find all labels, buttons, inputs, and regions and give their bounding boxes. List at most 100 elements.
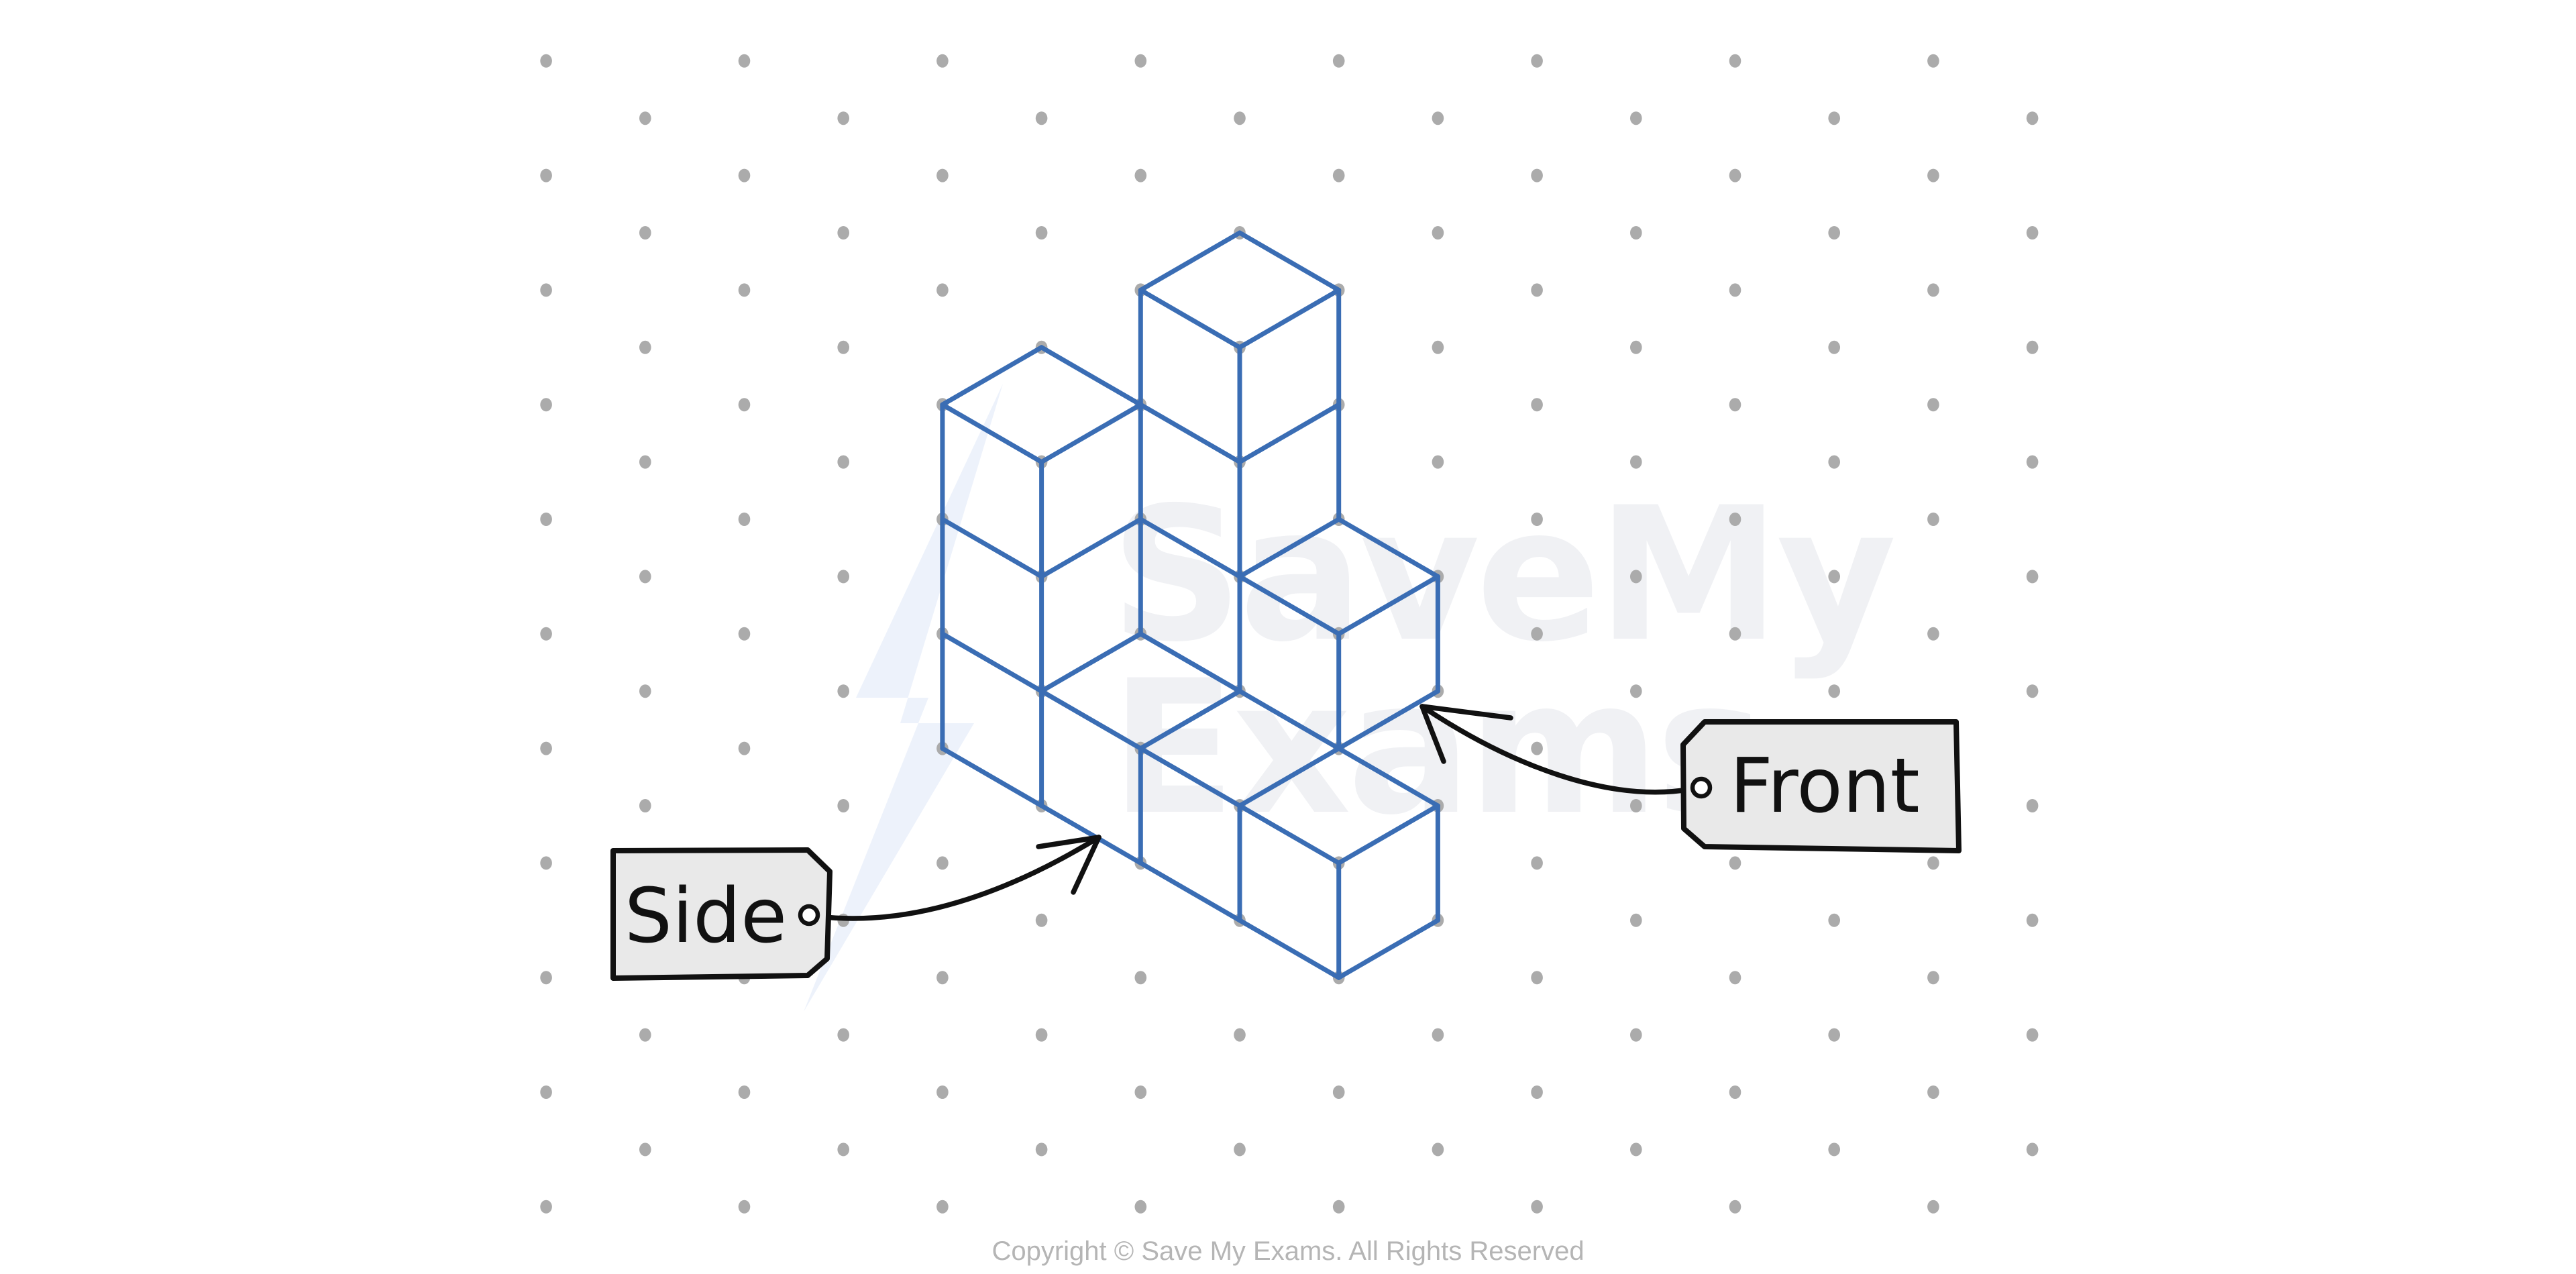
grid-dot bbox=[837, 1028, 849, 1042]
grid-dot bbox=[1927, 1200, 1939, 1214]
grid-dot bbox=[639, 684, 651, 698]
grid-dot bbox=[1630, 1143, 1642, 1157]
grid-dot bbox=[639, 1028, 651, 1042]
cube-edge bbox=[1237, 230, 1342, 293]
grid-dot bbox=[2026, 1143, 2039, 1157]
grid-dot bbox=[1729, 971, 1741, 985]
grid-dot bbox=[639, 111, 651, 125]
grid-dot bbox=[1234, 111, 1246, 125]
grid-dot bbox=[540, 741, 552, 755]
grid-dot bbox=[1630, 799, 1642, 812]
grid-dot bbox=[1531, 513, 1543, 526]
grid-dot bbox=[540, 54, 552, 68]
cube-edge bbox=[1039, 803, 1143, 865]
grid-dot bbox=[837, 1143, 849, 1157]
grid-dot bbox=[1332, 168, 1345, 182]
grid-dot bbox=[1927, 627, 1939, 641]
cube-edge bbox=[940, 345, 1044, 407]
grid-dot bbox=[1828, 340, 1840, 354]
grid-dot bbox=[1630, 684, 1642, 698]
grid-dot bbox=[1531, 741, 1543, 755]
grid-dot bbox=[2026, 570, 2039, 584]
grid-dot bbox=[1828, 1143, 1840, 1157]
grid-dot bbox=[1927, 54, 1939, 68]
grid-dot bbox=[1729, 856, 1741, 870]
grid-dot bbox=[639, 226, 651, 240]
grid-dot bbox=[738, 627, 751, 641]
side-tag-hole bbox=[798, 904, 820, 926]
grid-dot bbox=[1035, 913, 1048, 927]
grid-dot bbox=[738, 513, 751, 526]
grid-dot bbox=[540, 856, 552, 870]
grid-dot bbox=[1134, 1200, 1147, 1214]
grid-dot bbox=[2026, 455, 2039, 469]
front-label: Front bbox=[1419, 704, 1962, 853]
grid-dot bbox=[2026, 799, 2039, 812]
grid-dot bbox=[540, 398, 552, 412]
cube-edge bbox=[1039, 688, 1143, 751]
side-label-string bbox=[816, 835, 1102, 921]
grid-dot bbox=[639, 570, 651, 584]
cube-edge bbox=[1138, 746, 1242, 808]
grid-dot bbox=[1630, 455, 1642, 469]
grid-dot bbox=[936, 283, 949, 297]
grid-dot bbox=[1332, 1200, 1345, 1214]
grid-dot bbox=[540, 168, 552, 182]
grid-dot bbox=[1828, 684, 1840, 698]
grid-dot bbox=[2026, 340, 2039, 354]
cube-edge bbox=[1237, 803, 1342, 865]
grid-dot bbox=[1828, 913, 1840, 927]
grid-dot bbox=[1927, 168, 1939, 182]
grid-dot bbox=[1035, 1028, 1048, 1042]
grid-dot bbox=[1729, 513, 1741, 526]
grid-dot bbox=[1432, 1028, 1444, 1042]
cube-edge bbox=[1138, 230, 1242, 293]
grid-dot bbox=[1729, 168, 1741, 182]
grid-dot bbox=[837, 111, 849, 125]
grid-dot bbox=[540, 971, 552, 985]
grid-dot bbox=[738, 741, 751, 755]
grid-dot bbox=[1531, 856, 1543, 870]
grid-dot bbox=[1531, 971, 1543, 985]
front-arrowhead bbox=[1419, 704, 1446, 764]
grid-dot bbox=[936, 54, 949, 68]
grid-dot bbox=[540, 283, 552, 297]
grid-dot bbox=[1531, 54, 1543, 68]
grid-dot bbox=[1927, 398, 1939, 412]
grid-dot bbox=[1828, 1028, 1840, 1042]
grid-dot bbox=[2026, 1028, 2039, 1042]
cube-edge bbox=[1138, 688, 1242, 751]
grid-dot bbox=[1630, 913, 1642, 927]
front-tag-shape bbox=[1680, 719, 1962, 853]
cube-edge bbox=[1336, 918, 1440, 980]
cube-edge bbox=[1336, 517, 1440, 579]
grid-dot bbox=[1332, 54, 1345, 68]
cube-edge bbox=[1138, 517, 1242, 579]
cube-edge bbox=[1237, 402, 1342, 465]
grid-dot bbox=[1927, 971, 1939, 985]
grid-dot bbox=[1531, 283, 1543, 297]
grid-dot bbox=[1234, 1143, 1246, 1157]
cube-edge bbox=[1237, 287, 1342, 350]
grid-dot bbox=[837, 340, 849, 354]
grid-dot bbox=[738, 54, 751, 68]
grid-dot bbox=[639, 455, 651, 469]
grid-dot bbox=[540, 513, 552, 526]
grid-dot bbox=[1035, 1143, 1048, 1157]
grid-dot bbox=[1134, 1085, 1147, 1099]
grid-dot bbox=[936, 1200, 949, 1214]
cube-edge bbox=[1336, 803, 1440, 865]
grid-dot bbox=[2026, 111, 2039, 125]
grid-dot bbox=[837, 684, 849, 698]
side-tag-shape bbox=[610, 847, 833, 981]
side-arrowhead bbox=[1036, 835, 1102, 849]
grid-dot bbox=[837, 799, 849, 812]
grid-dot bbox=[1828, 111, 1840, 125]
grid-dot bbox=[837, 455, 849, 469]
grid-dot bbox=[1927, 513, 1939, 526]
grid-dot bbox=[2026, 226, 2039, 240]
grid-dot bbox=[1432, 1143, 1444, 1157]
front-label-string bbox=[1419, 704, 1695, 795]
